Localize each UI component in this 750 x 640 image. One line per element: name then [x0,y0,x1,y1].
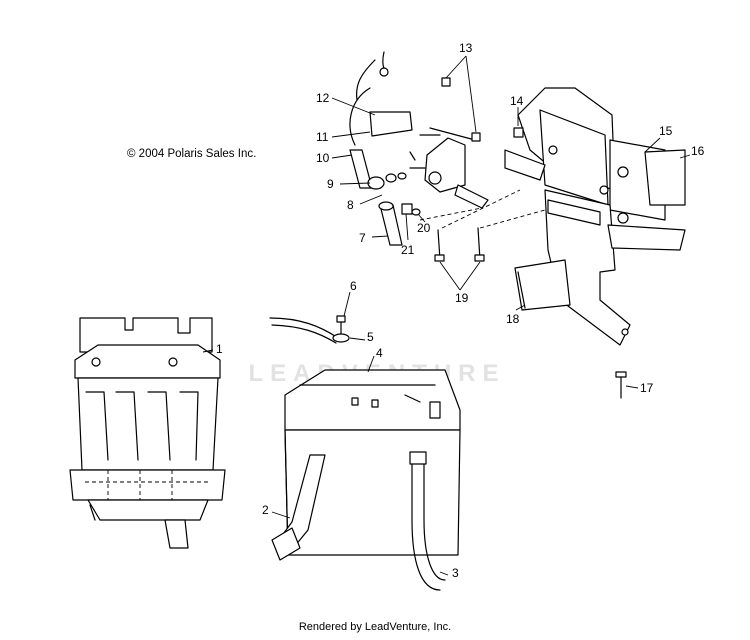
callout-6: 6 [350,279,357,293]
callout-2: 2 [262,503,269,517]
screw-and-washer [332,315,350,343]
callouts: 1 2 3 4 5 6 7 8 9 10 11 12 13 [202,41,705,580]
fastener-17 [615,371,627,399]
callout-7: 7 [359,231,366,245]
battery-box [69,317,226,549]
callout-13: 13 [459,41,473,55]
callout-15: 15 [659,124,673,138]
battery-cable [269,317,446,591]
callout-18: 18 [506,312,520,326]
callout-10: 10 [316,151,330,165]
callout-16: 16 [691,144,705,158]
callout-14: 14 [510,94,524,108]
callout-20: 20 [417,221,431,235]
callout-9: 9 [327,177,334,191]
callout-21: 21 [401,243,415,257]
callout-4: 4 [376,346,383,360]
battery-strap [271,454,326,561]
callout-19: 19 [455,291,469,305]
callout-3: 3 [452,566,459,580]
callout-17: 17 [640,381,654,395]
mounting-bracket [514,87,686,346]
callout-1: 1 [216,342,223,356]
copyright-text: © 2004 Polaris Sales Inc. [127,148,257,160]
solenoid-assembly [349,51,546,262]
callout-5: 5 [367,330,374,344]
callout-11: 11 [316,130,329,144]
footer-text: Rendered by LeadVenture, Inc. [298,621,452,633]
callout-8: 8 [347,198,354,212]
callout-12: 12 [316,91,330,105]
